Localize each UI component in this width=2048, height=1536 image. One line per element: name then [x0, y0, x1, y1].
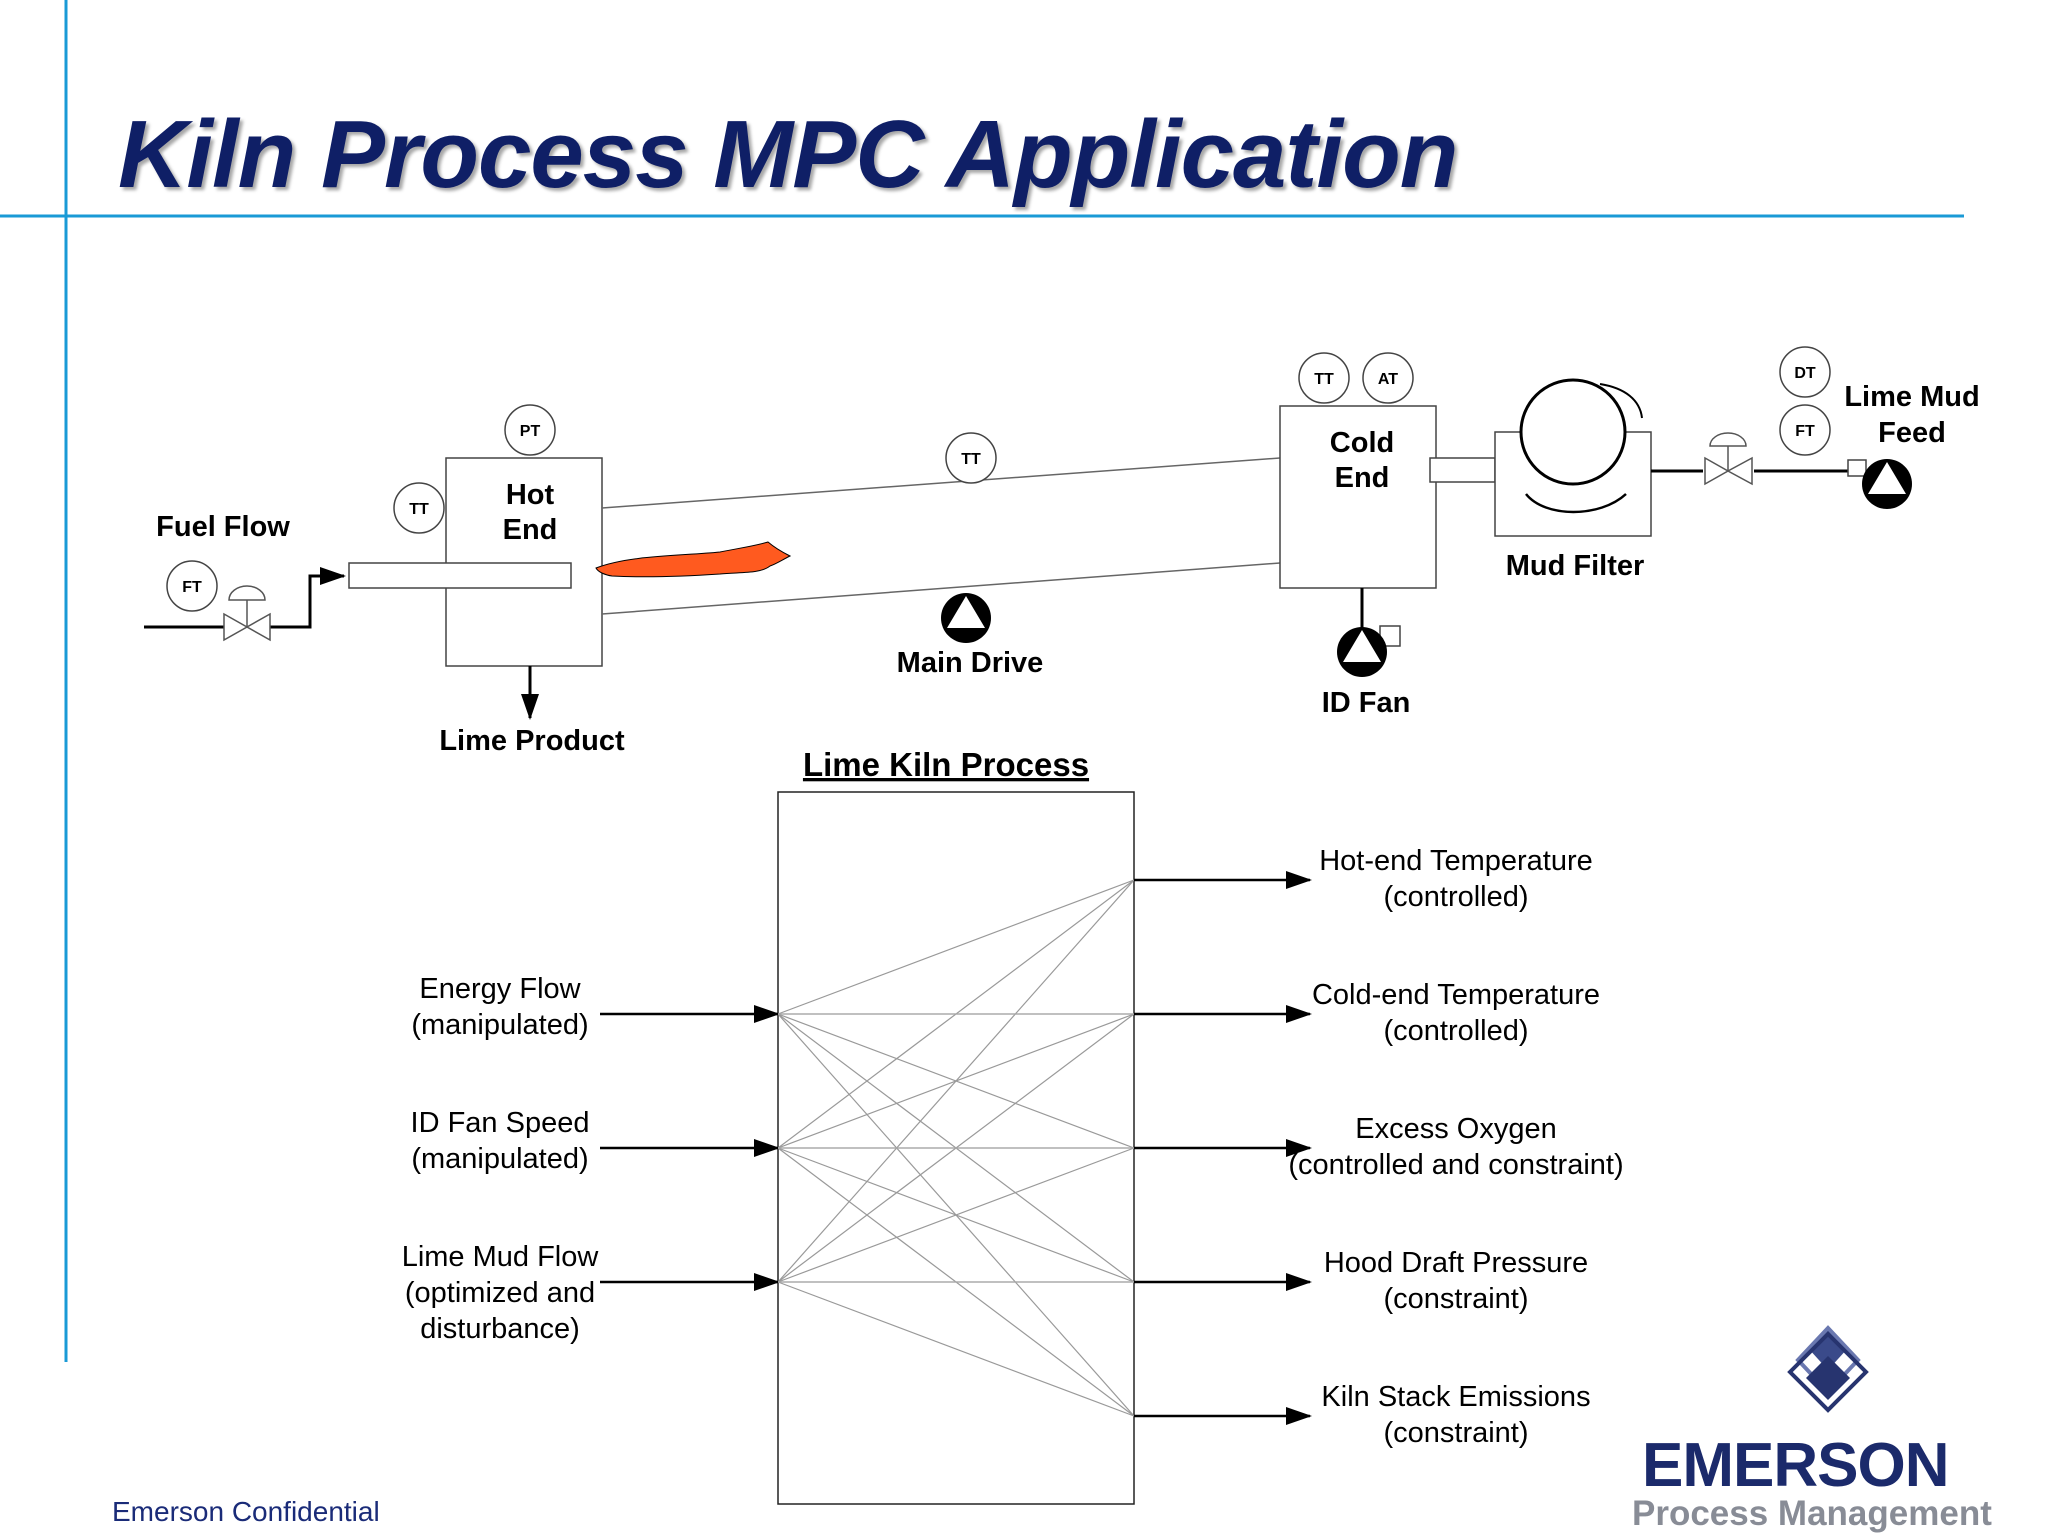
mpc-output-2: Excess Oxygen (controlled and constraint) — [1134, 1113, 1624, 1181]
label-main-drive: Main Drive — [897, 647, 1044, 679]
mpc-input-1: ID Fan Speed (manipulated) — [411, 1107, 1134, 1175]
mpc-input-2: Lime Mud Flow (optimized and disturbance) — [402, 1241, 1134, 1345]
cold-end-box — [1279, 405, 1437, 589]
label-hot-end-1: Hot — [506, 479, 555, 511]
gain-line-0-0 — [777, 879, 1135, 1015]
output-label: Excess Oxygen — [1355, 1113, 1556, 1145]
label-id-fan: ID Fan — [1322, 687, 1411, 719]
svg-text:TT: TT — [409, 501, 429, 518]
svg-text:TT: TT — [961, 451, 981, 468]
svg-text:DT: DT — [1794, 365, 1816, 382]
label-lime-mud-feed-2: Feed — [1878, 417, 1946, 449]
instrument-pt-hot: PT — [504, 404, 556, 456]
output-qualifier: (controlled and constraint) — [1288, 1149, 1623, 1181]
instrument-tt-mid: TT — [945, 432, 997, 484]
mpc-outputs: Hot-end Temperature(controlled)Cold-end … — [1134, 845, 1624, 1449]
input-label: (manipulated) — [411, 1143, 588, 1175]
mpc-inputs: Energy Flow (manipulated) ID Fan Speed (man… — [402, 973, 1134, 1345]
label-lime-product: Lime Product — [439, 725, 625, 757]
mpc-title: Lime Kiln Process — [803, 746, 1089, 783]
label-hot-end-2: End — [503, 514, 558, 546]
label-mud-filter: Mud Filter — [1506, 550, 1645, 582]
lime-mud-feed-pump-icon — [1862, 459, 1912, 509]
gain-line-2-2 — [777, 1147, 1135, 1283]
output-label: Cold-end Temperature — [1312, 979, 1600, 1011]
id-fan-icon — [1337, 627, 1387, 677]
flame-icon — [595, 541, 792, 578]
output-label: Hot-end Temperature — [1319, 845, 1593, 877]
mpc-output-0: Hot-end Temperature (controlled) — [1134, 845, 1593, 913]
kiln-top-line — [601, 457, 1281, 509]
svg-text:TT: TT — [1314, 371, 1334, 388]
gain-line-2-4 — [777, 1281, 1135, 1417]
instrument-tt-cold: TT — [1298, 352, 1350, 404]
instrument-ft-feed: FT — [1779, 404, 1831, 456]
burner-pipe — [348, 562, 572, 589]
output-label: Kiln Stack Emissions — [1321, 1381, 1590, 1413]
instrument-dt-feed: DT — [1779, 346, 1831, 398]
mpc-interaction-lines — [777, 879, 1135, 1417]
logo-subtitle: Process Management — [1632, 1494, 1992, 1533]
main-drive-pump-icon — [941, 593, 991, 643]
mpc-output-1: Cold-end Temperature (controlled) — [1134, 979, 1600, 1047]
output-qualifier: (constraint) — [1383, 1417, 1528, 1449]
output-qualifier: (controlled) — [1383, 1015, 1528, 1047]
input-label: (manipulated) — [411, 1009, 588, 1041]
slide-title: Kiln Process MPC Application — [118, 101, 1458, 208]
mpc-output-4: Kiln Stack Emissions (constraint) — [1134, 1381, 1591, 1449]
gain-line-2-0 — [777, 879, 1135, 1283]
kiln-schematic: FT TT PT TT TT AT — [144, 346, 1980, 757]
emerson-logo-icon — [1787, 1325, 1869, 1413]
input-label: Energy Flow — [419, 973, 581, 1005]
logo-wordmark: EMERSON — [1642, 1431, 1949, 1500]
mpc-input-0: Energy Flow (manipulated) — [411, 973, 1134, 1041]
filter-connector — [1429, 457, 1496, 483]
input-label: ID Fan Speed — [411, 1107, 590, 1139]
mpc-block-diagram: Lime Kiln Process Energy Flow (manipulate… — [402, 746, 1624, 1505]
instrument-at-cold: AT — [1362, 352, 1414, 404]
kiln-bottom-line — [601, 562, 1281, 615]
output-qualifier: (controlled) — [1383, 881, 1528, 913]
instrument-ft-fuel: FT — [166, 560, 218, 612]
hot-end-box — [445, 457, 603, 667]
label-fuel-flow: Fuel Flow — [156, 511, 290, 543]
svg-text:FT: FT — [182, 579, 202, 596]
label-cold-end-2: End — [1335, 462, 1390, 494]
mud-filter-drum-icon — [1519, 378, 1627, 486]
mud-filter-rotation-icon — [1599, 383, 1643, 419]
output-qualifier: (constraint) — [1383, 1283, 1528, 1315]
output-label: Hood Draft Pressure — [1324, 1247, 1588, 1279]
label-cold-end-1: Cold — [1330, 427, 1394, 459]
fuel-line-riser — [270, 567, 346, 629]
feed-valve-icon — [1704, 432, 1753, 486]
input-label: Lime Mud Flow — [402, 1241, 600, 1273]
mud-filter-scraper — [1525, 493, 1627, 514]
input-label: disturbance) — [420, 1313, 580, 1345]
svg-text:PT: PT — [520, 423, 541, 440]
footer-confidential: Emerson Confidential — [112, 1496, 380, 1527]
mpc-output-3: Hood Draft Pressure (constraint) — [1134, 1247, 1588, 1315]
label-lime-mud-feed-1: Lime Mud — [1844, 381, 1979, 413]
feed-pump-nozzle — [1847, 459, 1867, 477]
svg-text:AT: AT — [1378, 371, 1398, 388]
input-label: (optimized and — [405, 1277, 595, 1309]
fuel-valve-icon — [223, 585, 271, 642]
svg-text:FT: FT — [1795, 423, 1815, 440]
instrument-tt-hot: TT — [393, 482, 445, 534]
